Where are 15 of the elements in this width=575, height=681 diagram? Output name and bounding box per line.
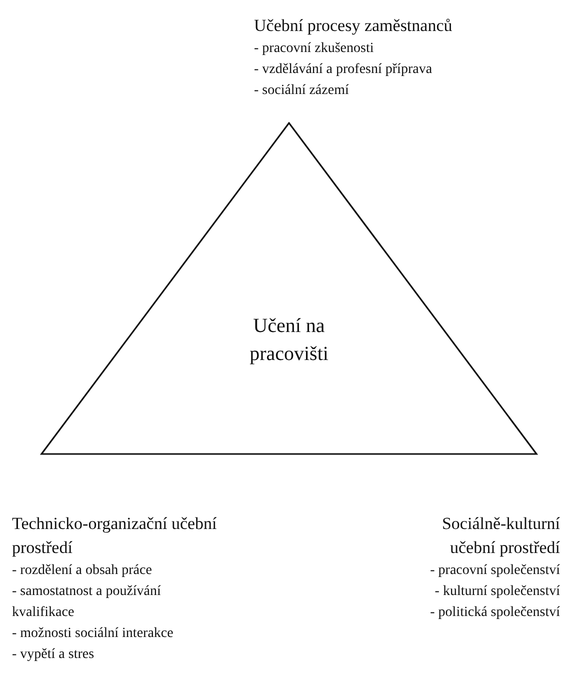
list-item: - rozdělení a obsah práce <box>12 562 153 580</box>
list-item: - vzdělávání a profesní příprava <box>254 61 434 79</box>
list-item: - pracovní společenství <box>429 562 560 580</box>
list-item: - samostatnost a používání kvalifikace <box>12 583 162 622</box>
list-item: - sociální zázemí <box>254 82 350 100</box>
list-item: - kulturní společenství <box>434 583 560 601</box>
triangle-shape <box>40 122 538 455</box>
corner-heading: Sociálně-kulturní učební prostředí <box>440 513 560 559</box>
corner-heading: Technicko-organizační učební prostředí <box>12 513 217 559</box>
list-item: - politická společenství <box>429 604 560 622</box>
list-item: - možnosti sociální interakce <box>12 625 174 643</box>
corner-heading: Učební procesy zaměstnanců <box>254 15 454 37</box>
list-item: - vypětí a stres <box>12 646 96 664</box>
list-item: - pracovní zkušenosti <box>254 40 375 58</box>
center-label: Učení na pracovišti <box>248 314 330 367</box>
